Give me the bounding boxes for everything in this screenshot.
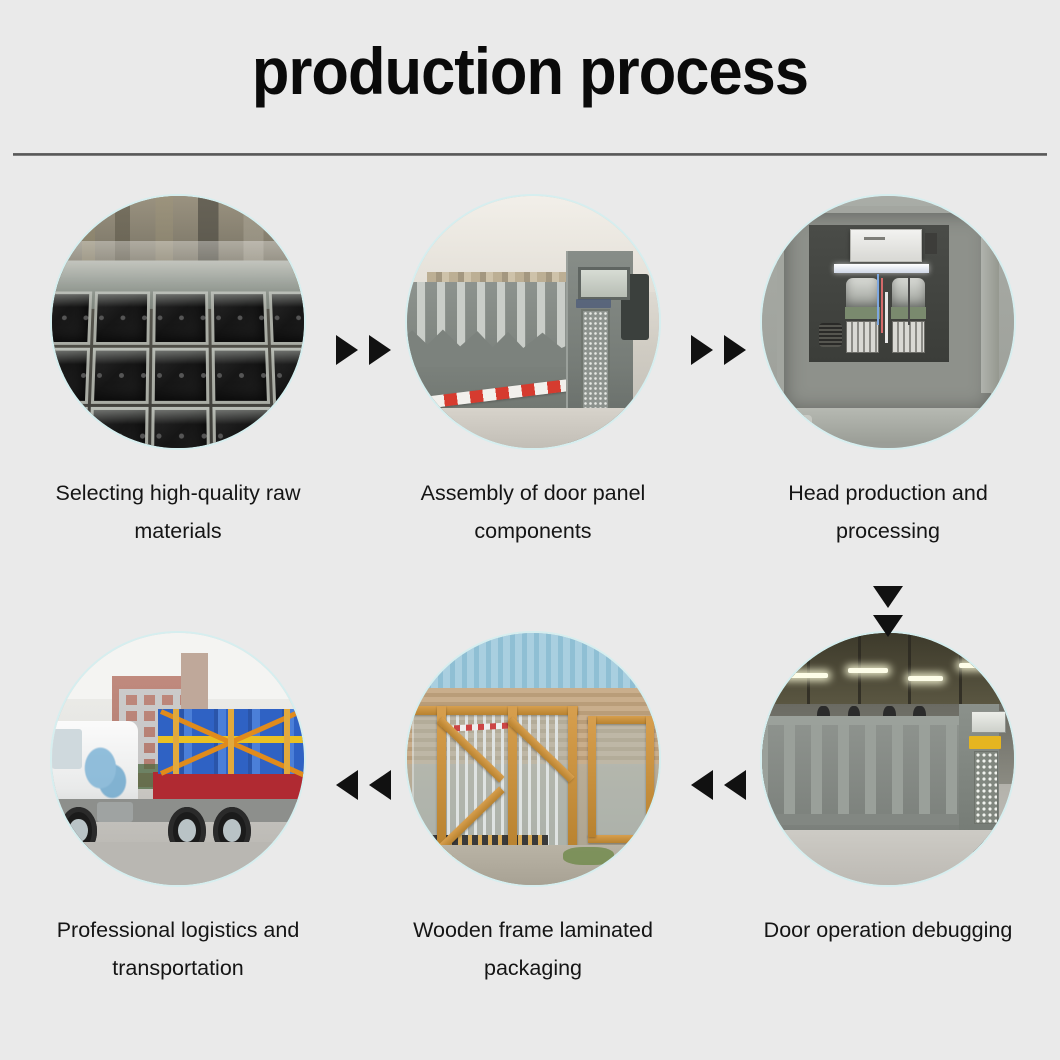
process-step-6[interactable]: Professional logistics and transportatio…: [28, 633, 328, 987]
flow-arrow-step2-to-step3: [691, 335, 746, 365]
gate-panel-assembly-photo: [407, 196, 659, 448]
title-divider: [13, 153, 1047, 156]
gate-operation-debugging-photo: [762, 633, 1014, 885]
process-step-3[interactable]: Head production and processing: [738, 196, 1038, 550]
step-4-image: [762, 633, 1014, 885]
step-1-caption: Selecting high-quality raw materials: [28, 474, 328, 550]
process-step-5[interactable]: Wooden frame laminated packaging: [383, 633, 683, 987]
process-step-2[interactable]: Assembly of door panel components: [383, 196, 683, 550]
flow-arrow-step1-to-step2: [336, 335, 391, 365]
right-arrow-icon: [336, 335, 358, 365]
down-arrow-icon: [873, 615, 903, 637]
process-step-4[interactable]: Door operation debugging: [738, 633, 1038, 949]
left-arrow-icon: [369, 770, 391, 800]
stacked-steel-tube-raw-materials-photo: [52, 196, 304, 448]
right-arrow-icon: [691, 335, 713, 365]
flow-arrow-step3-to-step4: [873, 586, 903, 637]
motor-head-cabinet-photo: [762, 196, 1014, 448]
step-3-caption: Head production and processing: [738, 474, 1038, 550]
left-arrow-icon: [691, 770, 713, 800]
step-5-caption: Wooden frame laminated packaging: [383, 911, 683, 987]
step-6-caption: Professional logistics and transportatio…: [28, 911, 328, 987]
page-title: production process: [37, 36, 1023, 106]
step-2-caption: Assembly of door panel components: [383, 474, 683, 550]
truck-logistics-transport-photo: [52, 633, 304, 885]
step-2-image: [407, 196, 659, 448]
right-arrow-icon: [724, 335, 746, 365]
step-3-image: [762, 196, 1014, 448]
flow-arrow-step5-to-step6: [336, 770, 391, 800]
step-1-image: [52, 196, 304, 448]
left-arrow-icon: [336, 770, 358, 800]
step-4-caption: Door operation debugging: [738, 911, 1038, 949]
left-arrow-icon: [724, 770, 746, 800]
step-5-image: [407, 633, 659, 885]
process-step-1[interactable]: Selecting high-quality raw materials: [28, 196, 328, 550]
wooden-frame-crate-packaging-photo: [407, 633, 659, 885]
right-arrow-icon: [369, 335, 391, 365]
down-arrow-icon: [873, 586, 903, 608]
step-6-image: [52, 633, 304, 885]
flow-arrow-step4-to-step5: [691, 770, 746, 800]
